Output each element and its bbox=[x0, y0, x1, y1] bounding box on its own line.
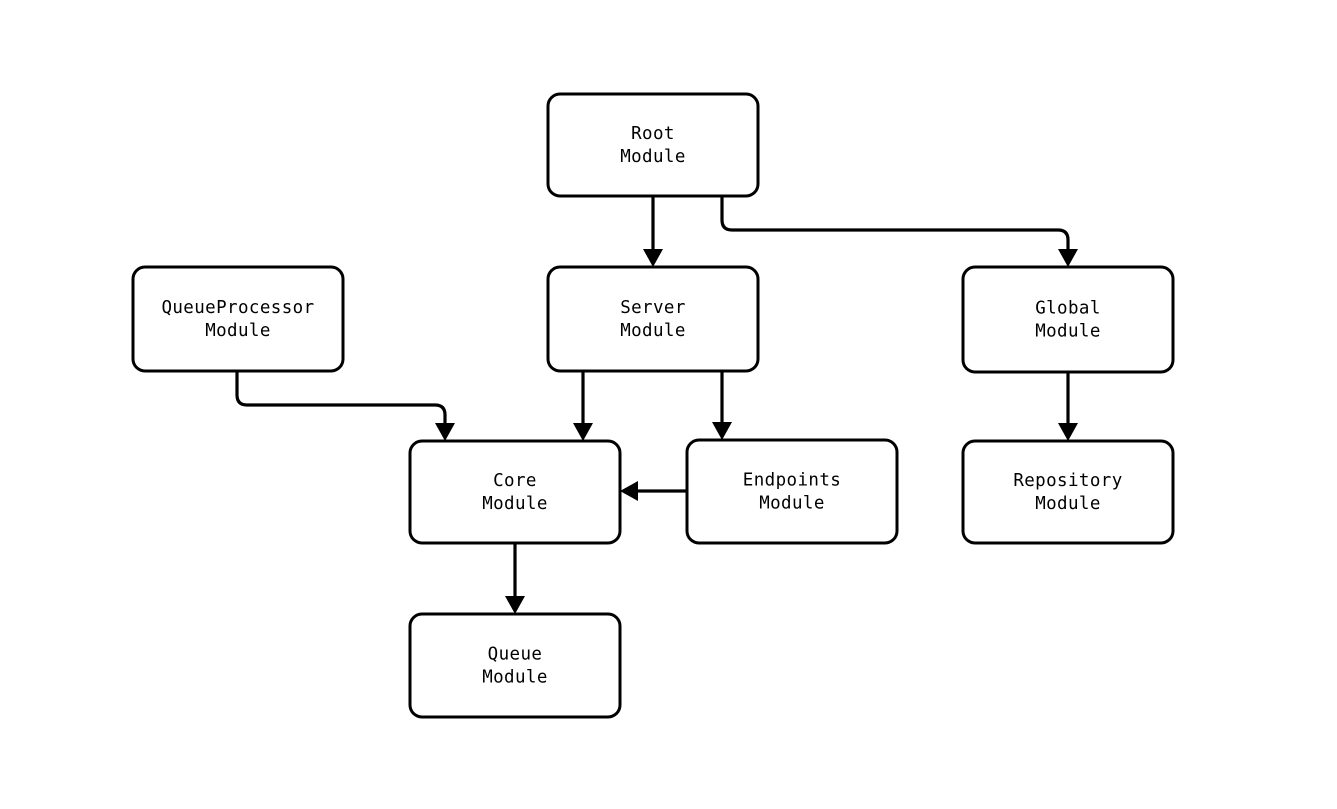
arrowheads-layer bbox=[435, 249, 1078, 614]
node-box-repository[interactable] bbox=[961, 439, 1175, 545]
edge-root-to-global bbox=[720, 196, 1070, 249]
node-box-root[interactable] bbox=[546, 92, 760, 198]
arrowhead-head-global-repository bbox=[1058, 423, 1078, 441]
node-label-line1-core: Core bbox=[493, 471, 537, 491]
node-label-line2-root: Module bbox=[620, 147, 686, 167]
edge-queueprocessor-to-core bbox=[235, 371, 447, 423]
node-label-line1-server: Server bbox=[620, 298, 686, 318]
arrowhead-head-root-server bbox=[643, 249, 663, 267]
node-label-line1-root: Root bbox=[631, 124, 675, 144]
nodes-layer: RootModuleQueueProcessorModuleServerModu… bbox=[131, 92, 1175, 719]
node-label-line2-endpoints: Module bbox=[759, 494, 825, 514]
node-label-line1-queueprocessor: QueueProcessor bbox=[161, 298, 314, 318]
node-box-core[interactable] bbox=[408, 439, 622, 545]
node-box-queue[interactable] bbox=[408, 612, 622, 719]
arrowhead-head-server-endpoints bbox=[712, 422, 732, 440]
node-label-line1-global: Global bbox=[1035, 299, 1101, 319]
arrowhead-head-endpoints-core bbox=[620, 481, 638, 501]
arrowhead-head-core-queue bbox=[505, 596, 525, 614]
node-box-endpoints[interactable] bbox=[685, 438, 899, 545]
node-label-line1-repository: Repository bbox=[1013, 471, 1122, 491]
node-label-line2-repository: Module bbox=[1035, 494, 1101, 514]
arrowhead-head-root-global bbox=[1058, 249, 1078, 267]
node-label-line2-core: Module bbox=[482, 494, 548, 514]
node-box-queueprocessor[interactable] bbox=[131, 265, 345, 373]
arrowhead-head-qp-core bbox=[435, 423, 455, 441]
node-label-line2-global: Module bbox=[1035, 322, 1101, 342]
edges-layer bbox=[235, 196, 1070, 596]
node-label-line2-queueprocessor: Module bbox=[205, 321, 271, 341]
arrowhead-head-server-core bbox=[573, 423, 593, 441]
node-label-line1-queue: Queue bbox=[488, 645, 543, 665]
node-label-line2-server: Module bbox=[620, 321, 686, 341]
node-box-server[interactable] bbox=[546, 265, 760, 373]
node-box-global[interactable] bbox=[961, 265, 1175, 374]
node-label-line2-queue: Module bbox=[482, 668, 548, 688]
node-label-line1-endpoints: Endpoints bbox=[743, 471, 841, 491]
